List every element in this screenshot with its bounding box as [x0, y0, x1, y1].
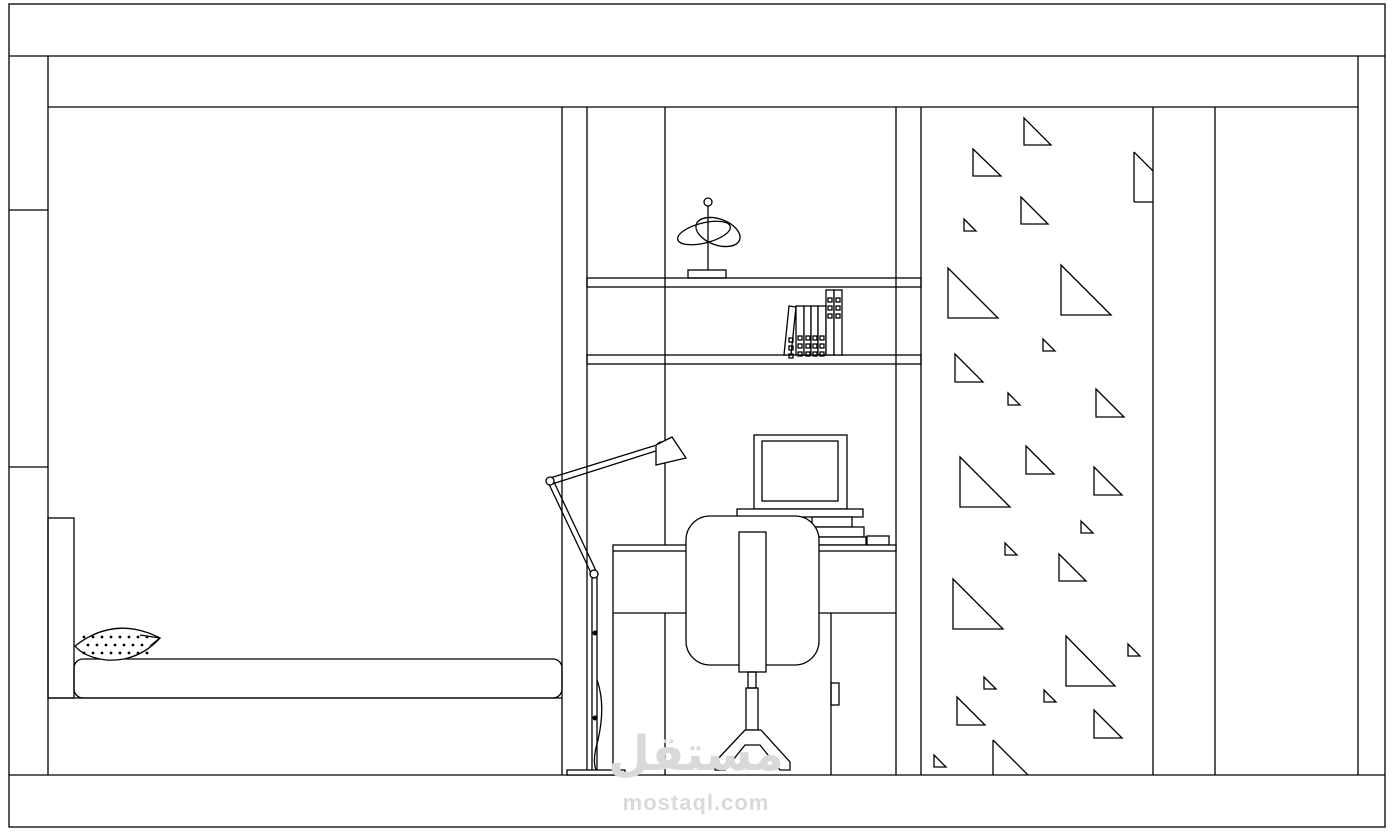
book-spine-mark	[812, 343, 818, 349]
book-spine-mark	[827, 305, 833, 311]
computer-monitor	[736, 434, 890, 546]
bed	[47, 517, 563, 699]
pillow-dot	[100, 651, 104, 655]
wall-partitions	[561, 107, 1216, 775]
pillow-dot	[91, 651, 95, 655]
pillow	[74, 627, 162, 661]
pillow-dot	[145, 651, 149, 655]
book-spine-mark	[805, 343, 811, 349]
book-spine-mark	[819, 335, 825, 341]
book-spine-mark	[797, 351, 803, 357]
book-spine-mark	[797, 335, 803, 341]
book-spine-mark	[812, 335, 818, 341]
pillow-dot	[122, 643, 126, 647]
book-spine-mark	[788, 337, 794, 343]
pillow-dot	[140, 643, 144, 647]
pillow-dot	[127, 651, 131, 655]
book-spine-mark	[788, 345, 794, 351]
pillow-dot	[145, 635, 149, 639]
pillow-dot	[118, 635, 122, 639]
pillow-dot	[109, 651, 113, 655]
books	[783, 289, 843, 359]
watermark-latin: mostaql.com	[622, 790, 770, 815]
book-spine-mark	[835, 297, 841, 303]
book-spine-mark	[827, 313, 833, 319]
pillow-dot	[91, 635, 95, 639]
book-spine-mark	[805, 351, 811, 357]
shelves	[586, 277, 922, 365]
triangle-pattern-panel	[933, 116, 1154, 776]
pillow-dot	[100, 635, 104, 639]
pillow-dot	[95, 643, 99, 647]
room-frame	[8, 3, 1386, 828]
pillow-dot	[136, 635, 140, 639]
sculpture	[677, 197, 741, 279]
pillow-dot	[109, 635, 113, 639]
pillow-dot	[113, 643, 117, 647]
pillow-dot	[118, 651, 122, 655]
pillow-dot	[82, 651, 86, 655]
watermark-arabic: مستقل	[608, 726, 784, 782]
book-spine-mark	[827, 297, 833, 303]
book-spine-mark	[835, 313, 841, 319]
pillow-dot	[104, 643, 108, 647]
book-spine-mark	[819, 351, 825, 357]
floor-lamp	[545, 436, 688, 776]
book-spine-mark	[788, 353, 794, 359]
pillow-dot	[136, 651, 140, 655]
office-chair	[685, 515, 820, 771]
book-spine-mark	[812, 351, 818, 357]
pillow-dot	[131, 643, 135, 647]
book-spine-mark	[819, 343, 825, 349]
pillow-dot	[86, 643, 90, 647]
pillow-dot	[82, 635, 86, 639]
pillow-dot	[127, 635, 131, 639]
book-spine-mark	[835, 305, 841, 311]
book-spine-mark	[797, 343, 803, 349]
book-spine-mark	[805, 335, 811, 341]
